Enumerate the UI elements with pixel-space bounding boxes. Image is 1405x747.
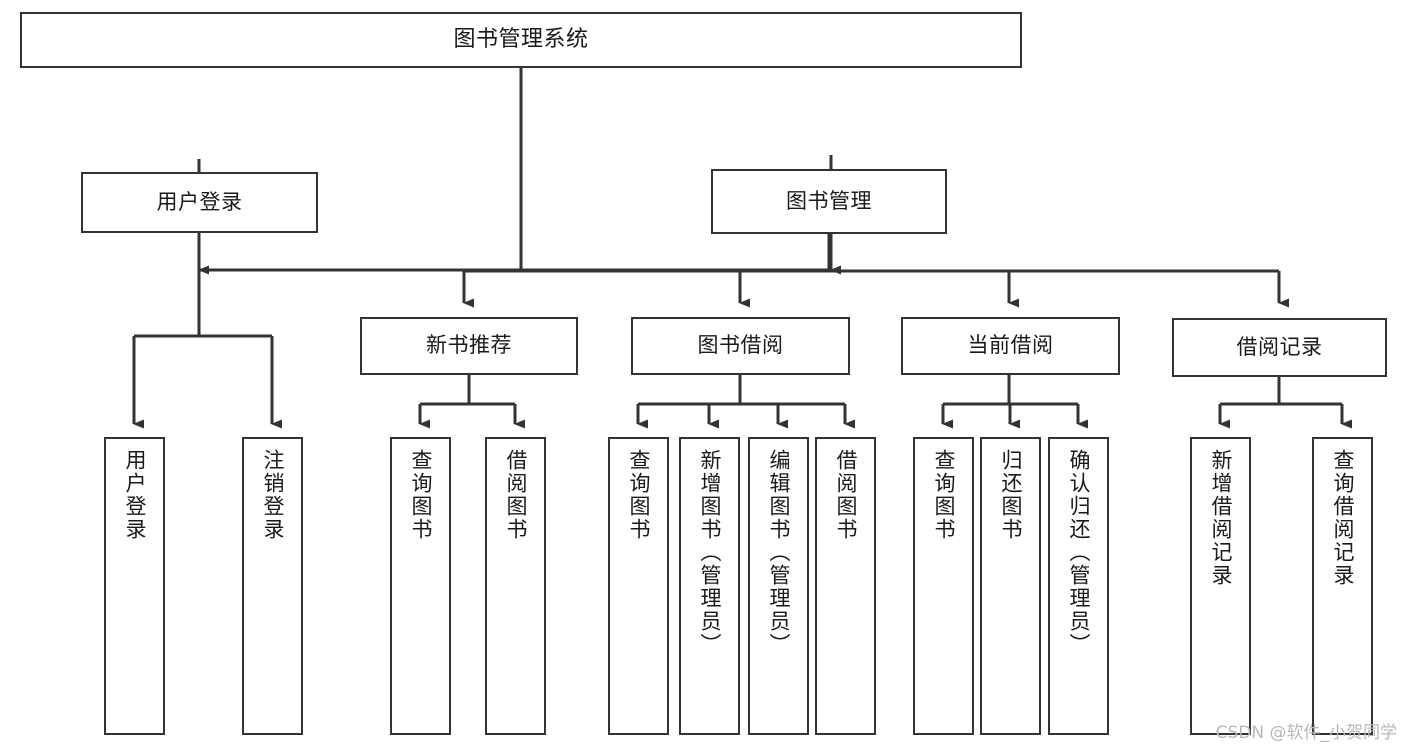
node-root-label: 图书管理系统 [453, 26, 589, 52]
leaf-query-borrow-record[interactable]: 查询借阅记录 [1312, 437, 1373, 735]
node-book-management[interactable]: 图书管理 [711, 169, 947, 234]
leaf-add-borrow-record-label: 新增借阅记录 [1209, 449, 1233, 587]
node-borrow-record[interactable]: 借阅记录 [1172, 318, 1387, 377]
leaf-query-book-3[interactable]: 查询图书 [913, 437, 974, 735]
leaf-query-book-2-label: 查询图书 [627, 449, 651, 541]
watermark: CSDN @软件_小贺同学 [1215, 723, 1397, 743]
node-user-login-label: 用户登录 [156, 189, 243, 214]
node-book-management-label: 图书管理 [786, 188, 872, 213]
leaf-query-book-1-label: 查询图书 [409, 449, 433, 541]
leaf-query-book-3-label: 查询图书 [932, 449, 956, 541]
node-user-login[interactable]: 用户登录 [81, 172, 318, 233]
leaf-query-book-2[interactable]: 查询图书 [608, 437, 669, 735]
leaf-edit-book-label: 编辑图书（管理员） [767, 449, 791, 656]
leaf-borrow-book-1[interactable]: 借阅图书 [485, 437, 546, 735]
leaf-user-login-label: 用户登录 [123, 449, 147, 541]
leaf-borrow-book-2-label: 借阅图书 [834, 449, 858, 541]
leaf-confirm-return[interactable]: 确认归还（管理员） [1048, 437, 1109, 735]
node-new-book-recommendation[interactable]: 新书推荐 [360, 317, 578, 375]
node-root[interactable]: 图书管理系统 [20, 12, 1022, 68]
node-current-borrow-label: 当前借阅 [967, 333, 1054, 358]
leaf-add-book[interactable]: 新增图书（管理员） [679, 437, 740, 735]
leaf-return-book[interactable]: 归还图书 [980, 437, 1041, 735]
node-borrow-record-label: 借阅记录 [1236, 334, 1323, 359]
leaf-logout[interactable]: 注销登录 [242, 437, 303, 735]
leaf-confirm-return-label: 确认归还（管理员） [1067, 449, 1091, 656]
node-current-borrow[interactable]: 当前借阅 [901, 317, 1120, 375]
node-book-borrow[interactable]: 图书借阅 [631, 317, 850, 375]
leaf-query-book-1[interactable]: 查询图书 [390, 437, 451, 735]
leaf-logout-label: 注销登录 [261, 449, 285, 541]
leaf-user-login[interactable]: 用户登录 [104, 437, 165, 735]
leaf-return-book-label: 归还图书 [999, 449, 1023, 541]
leaf-add-book-label: 新增图书（管理员） [698, 449, 722, 656]
leaf-edit-book[interactable]: 编辑图书（管理员） [748, 437, 809, 735]
leaf-borrow-book-1-label: 借阅图书 [504, 449, 528, 541]
node-book-borrow-label: 图书借阅 [697, 333, 784, 358]
leaf-borrow-book-2[interactable]: 借阅图书 [815, 437, 876, 735]
leaf-query-borrow-record-label: 查询借阅记录 [1331, 449, 1355, 587]
node-new-book-recommendation-label: 新书推荐 [426, 333, 512, 358]
leaf-add-borrow-record[interactable]: 新增借阅记录 [1190, 437, 1251, 735]
